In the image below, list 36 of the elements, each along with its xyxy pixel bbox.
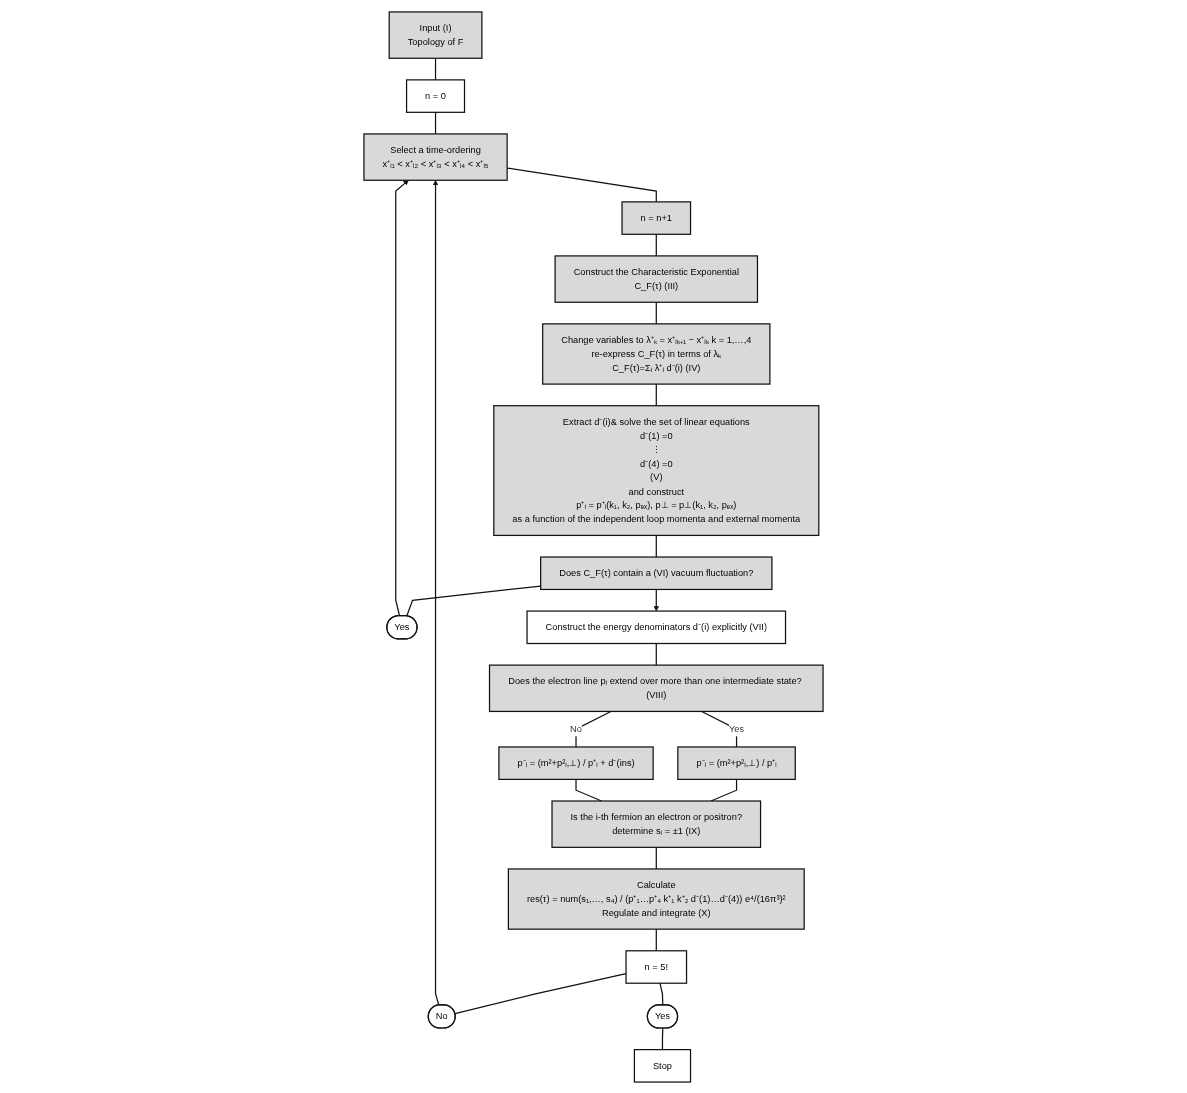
node-box: Stop [633,1048,692,1083]
node-box: Does the electron line pᵢ extend over more than one intermediate state? (VIII) [488,664,824,712]
arrow [653,588,659,611]
node-box: n = 5! [625,949,688,984]
node-box: Select a time-ordering x⁺ᵢ₁ < x⁺ᵢ₂ < x⁺ᵢ₃ < x⁺ᵢ₄ < x⁺ᵢ₅ [363,132,508,181]
edge-label: No [570,722,582,734]
connector [655,642,657,666]
node-box: Does C_F(τ) contain a (VI) vacuum fluctuation? [540,555,773,590]
node-box: Extract d⁻(i)& solve the set of linear equations d⁻(1) =0 ⋮ d⁻(4) =0 (V) and construct p⁺ᵢ = p⁺ᵢ(k₁, k₂, pₑₓ), p⊥ = p⊥(k₁, k₂, pₑₓ) as a function of the independent loop momenta and external momenta [493,404,820,536]
connector [406,584,542,617]
node-box: Calculate res(τ) = num(s₁,…, s₄) / (p⁺₁…p⁺₄ k⁺₁ k⁺₂ d⁻(1)…d⁻(4)) e⁴/(16π³)² Regulate and integrate (X) [507,867,805,930]
connector [655,846,657,870]
node-box: Input (I) Topology of F [388,10,483,59]
connector [655,928,657,951]
connector [454,972,627,1014]
connector [655,233,657,257]
connector [434,111,437,135]
node-box: n = 0 [405,78,466,113]
connector [661,1027,664,1050]
connector [575,710,612,748]
connector [655,382,657,406]
node-box: Construct the Characteristic Exponential C_F(τ) (III) [554,254,759,303]
connector [434,57,437,80]
node-box: Change variables to λ⁺ₖ = x⁺ᵢₖ₊₁ − x⁺ᵢₖ k = 1,…,4 re-express C_F(τ) in terms of λₖ C_F(τ)=Σᵢ λ⁺ᵢ d⁻(i) (IV) [542,322,771,385]
edge-label: Yes [729,722,745,734]
node-box: n = n+1 [621,200,692,235]
connector [701,710,738,748]
arrow [395,179,409,617]
connector [655,534,657,558]
node-box: p⁻ᵢ = (m²+p²ᵢ,⊥) / p⁺ᵢ [677,745,796,780]
node-box: Construct the energy denominators d⁻(i) explicitly (VII) [526,609,787,644]
connector [659,982,664,1006]
node-box: p⁻ᵢ = (m²+p²ᵢ,⊥) / p⁺ᵢ + d⁻(ins) [498,745,654,780]
arrow [432,179,440,1006]
node-box: Is the i-th fermion an electron or positron? determine sᵢ = ±1 (IX) [551,799,762,848]
connector [655,301,657,324]
